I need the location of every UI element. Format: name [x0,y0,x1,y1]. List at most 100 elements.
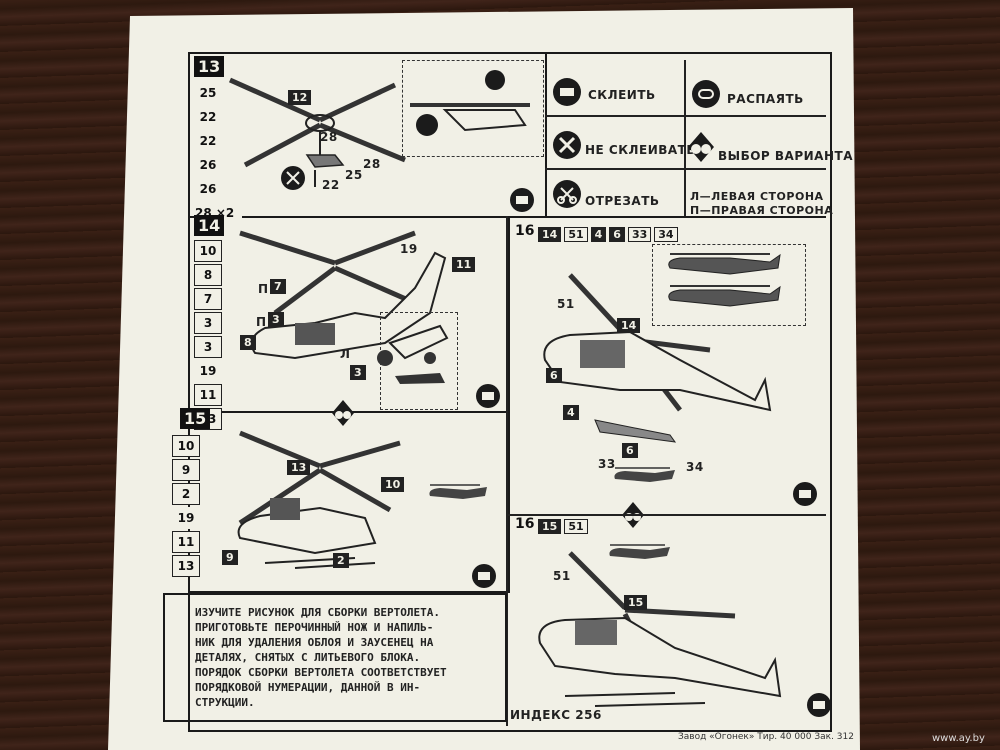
step-15-helicopter-diagram [237,430,401,569]
callout: 3 [350,365,366,380]
step-16b-helicopter-diagram [538,551,782,707]
callout: 33 [598,457,616,471]
part-number: 19 [172,507,200,529]
part-number: 8 [194,264,222,286]
part-tag: 51 [564,227,588,242]
callout: 11 [452,257,476,272]
callout: 12 [288,90,312,105]
no-glue-icon [553,131,581,159]
part-number: 26 [194,178,222,200]
footer-imprint: Завод «Огонек» Тир. 40 000 Зак. 312 [678,732,854,742]
step-13-inset-box [402,60,544,157]
step-16b-mini-helicopter [609,544,670,559]
step-16a-mini-helicopter [614,467,675,482]
column-divider [506,216,508,726]
glue-icon [553,78,581,106]
legend-panel [545,54,826,218]
callout: 28 [363,157,381,171]
glue-icon [472,564,496,588]
step-16a-variants-diagram [668,253,781,307]
choice-icon [688,132,714,162]
legend-right-side: П—ПРАВАЯ СТОРОНА [690,204,834,217]
callout: 2 [333,553,349,568]
callout: 28 [320,130,338,144]
unglue-icon [692,80,720,108]
part-number: 10 [172,435,200,457]
callout: 3 [268,312,284,327]
legend-divider-v [684,60,686,216]
callout: 14 [617,318,641,333]
side-marker: Л [340,347,351,361]
legend-choice-label: ВЫБОР ВАРИАНТА [718,149,853,163]
index-label: ИНДЕКС 256 [510,708,602,722]
callout: 51 [553,569,571,583]
part-number: 7 [194,288,222,310]
part-tag: 6 [609,227,625,242]
part-tag: 4 [590,227,607,242]
step-14-parts-strip: 10 8 7 3 3 19 11 13 [194,240,222,432]
glue-icon [793,482,817,506]
step-16b-number: 16 [515,516,535,532]
callout: 4 [563,405,579,420]
part-number: 9 [172,459,200,481]
step-16a-helicopter-diagram [543,273,772,443]
part-number: 22 [194,106,222,128]
watermark: www.ay.by [932,733,985,744]
step-15-number: 15 [180,408,211,429]
callout: 8 [240,335,256,350]
part-number: 26 [194,154,222,176]
part-number: 25 [194,82,222,104]
step-16a-inset-box [652,244,806,326]
part-tag: 34 [654,227,678,242]
part-number: 2 [172,483,200,505]
part-number: 3 [194,336,222,358]
part-number: 11 [172,531,200,553]
callout: 51 [557,297,575,311]
step-13-panel [190,54,547,218]
legend-unglue-label: РАСПАЯТЬ [727,92,804,106]
step-13-inset-diagram [410,70,530,136]
callout: 6 [546,368,562,383]
step-16b-tags: 15 51 [538,519,591,534]
step-13-number: 13 [194,56,225,77]
part-number: 10 [194,240,222,262]
part-tag: 15 [538,519,562,534]
part-number: 11 [194,384,222,406]
part-tag: 33 [627,227,652,242]
legend-divider-h1 [545,115,826,117]
glue-icon [510,188,534,212]
step-13-rotor-diagram [228,77,406,190]
legend-glue-label: СКЛЕИТЬ [588,88,656,102]
side-marker: П [258,282,269,296]
step-16a-tags: 14 51 4 6 33 34 [538,227,681,242]
side-marker: П [256,315,267,329]
callout: 7 [270,279,286,294]
step-16a-number: 16 [515,223,535,239]
instructions-box [163,593,507,722]
choice-icon [332,400,354,426]
callout: 13 [287,460,311,475]
step-13-parts-strip: 25 22 22 26 26 28 ×2 [194,82,242,226]
part-number: 3 [194,312,222,334]
callout: 15 [624,595,648,610]
step-15-parts-strip: 10 9 2 19 11 13 [172,435,200,579]
part-number: 22 [194,130,222,152]
callout: 19 [400,242,418,256]
part-tag: 51 [564,519,588,534]
part-number: 19 [194,360,222,382]
glue-icon [807,693,831,717]
step-15-panel [190,411,510,593]
glue-icon [476,384,500,408]
instruction-sheet [108,8,860,750]
legend-no-glue-label: НЕ СКЛЕИВАТЬ [585,143,697,157]
sheet-frame [188,52,832,732]
callout: 25 [345,168,363,182]
legend-cut-label: ОТРЕЗАТЬ [585,194,660,208]
callout: 6 [622,443,638,458]
step-14-number: 14 [194,215,225,236]
legend-left-side: Л—ЛЕВАЯ СТОРОНА [690,190,824,203]
callout: 10 [381,477,405,492]
part-tag: 14 [538,227,562,242]
step-15-mini-helicopter [429,484,487,499]
legend-divider-h2 [545,168,826,170]
